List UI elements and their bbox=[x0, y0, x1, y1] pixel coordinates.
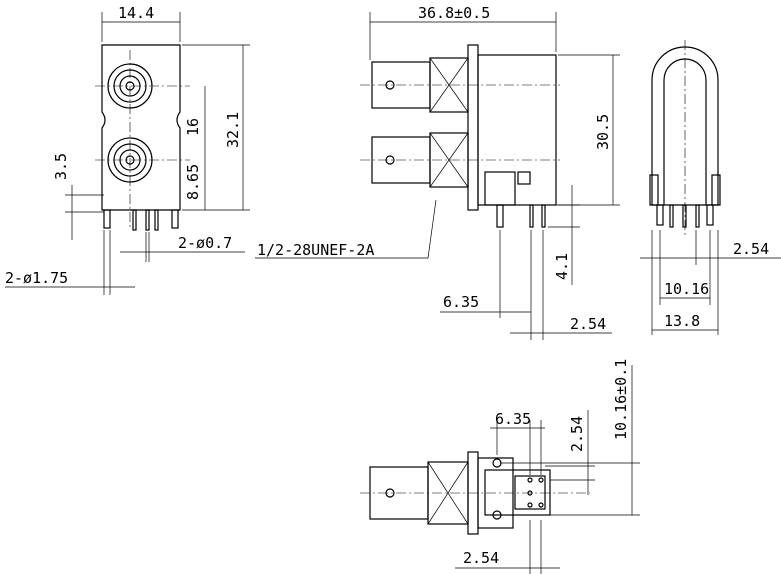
dim-bottom-pin-c: 2.54 bbox=[463, 549, 499, 567]
dim-pin-offset: 3.5 bbox=[52, 153, 70, 180]
dim-small-pins: 2-ø0.7 bbox=[178, 234, 232, 252]
dim-bottom-offset: 8.65 bbox=[184, 164, 202, 200]
left-view: 14.4 32.1 16 8.65 3.5 2-ø0.7 2-ø1.75 bbox=[5, 4, 250, 295]
dim-pin-length: 4.1 bbox=[553, 253, 571, 280]
dim-pitch: 16 bbox=[184, 118, 202, 136]
dim-height: 32.1 bbox=[224, 112, 242, 148]
thread-label: 1/2-28UNEF-2A bbox=[257, 241, 374, 259]
dim-side-width: 13.8 bbox=[664, 312, 700, 330]
dim-bottom-pin-b: 2.54 bbox=[568, 416, 586, 452]
front-view: 36.8±0.5 30.5 1/2-28UNEF-2A 4.1 6.35 2.5… bbox=[255, 4, 620, 340]
bottom-view: 6.35 2.54 10.16±0.1 2.54 bbox=[360, 359, 640, 574]
dim-bottom-pin-a: 6.35 bbox=[495, 410, 531, 428]
dim-side-pin-pitch: 2.54 bbox=[733, 240, 769, 258]
dim-pin-a: 6.35 bbox=[443, 293, 479, 311]
dim-side-pin-span: 10.16 bbox=[664, 280, 709, 298]
dim-row-spacing: 10.16±0.1 bbox=[612, 359, 630, 440]
side-view: 2.54 10.16 13.8 bbox=[640, 40, 781, 335]
dim-width: 14.4 bbox=[118, 4, 154, 22]
dim-length: 36.8±0.5 bbox=[418, 4, 490, 22]
dim-large-pins: 2-ø1.75 bbox=[5, 269, 68, 287]
dim-pin-b: 2.54 bbox=[570, 315, 606, 333]
dim-front-height: 30.5 bbox=[594, 114, 612, 150]
